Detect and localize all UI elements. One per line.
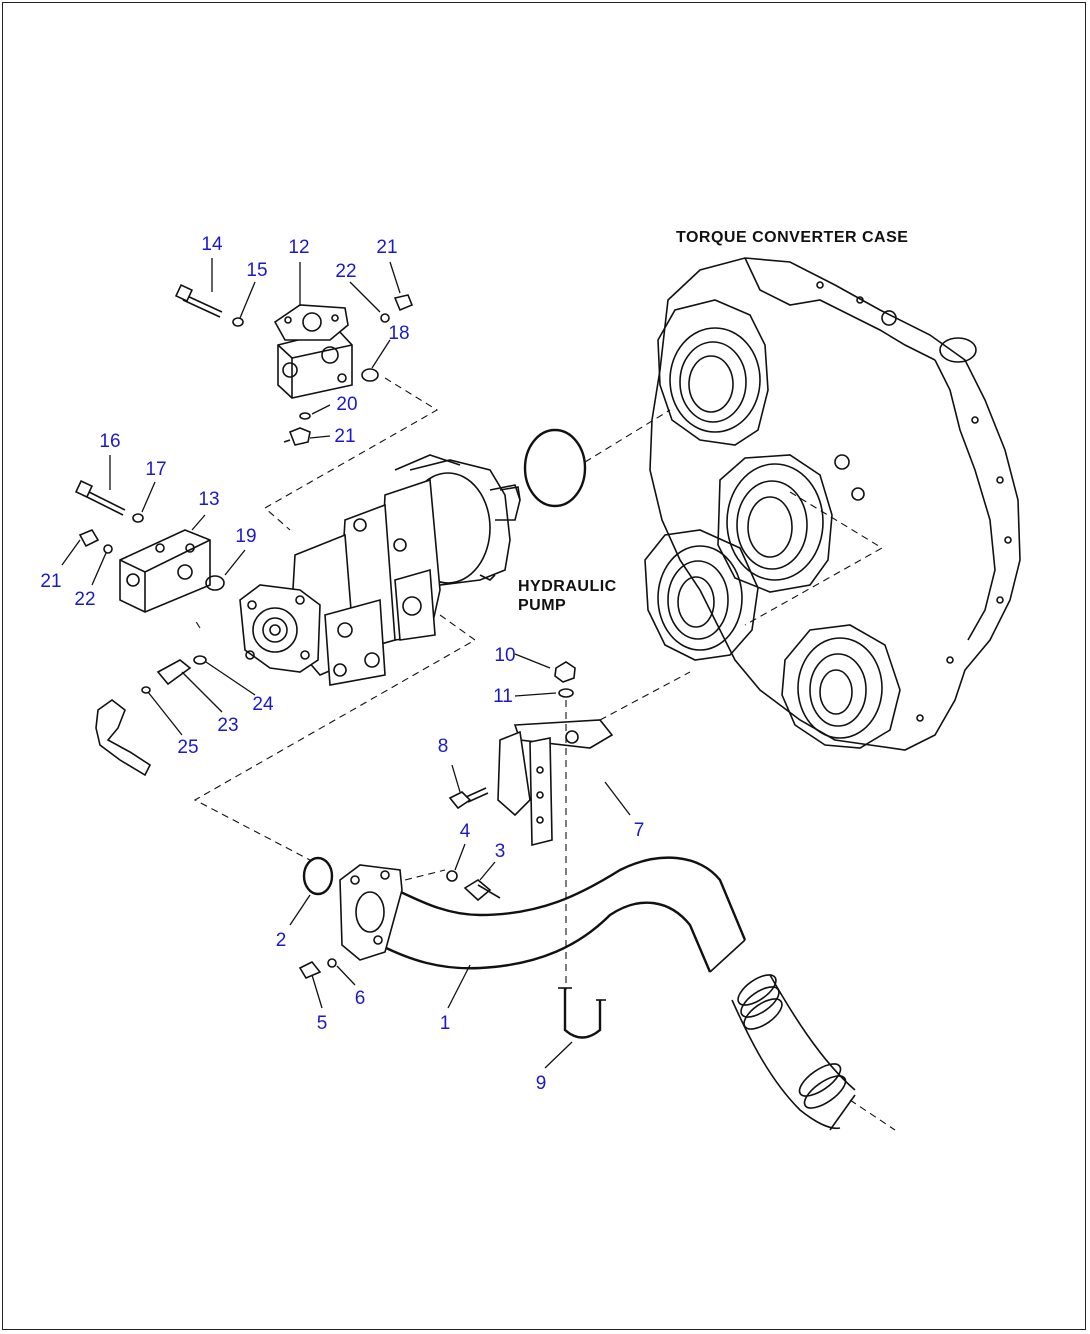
caption-hydraulic-pump-line1: HYDRAULIC — [518, 578, 617, 595]
callout-6: 6 — [355, 988, 366, 1009]
callout-3: 3 — [495, 841, 506, 862]
callout-21-left: 21 — [40, 571, 61, 592]
leader-lines — [61, 258, 631, 1069]
callout-numbers: 14 15 12 22 21 18 20 21 16 17 13 19 21 2… — [40, 234, 644, 1094]
callout-21-top: 21 — [376, 237, 397, 258]
callout-13: 13 — [198, 489, 219, 510]
callout-21-mid: 21 — [334, 426, 355, 447]
callout-16: 16 — [99, 431, 120, 452]
callout-22-top: 22 — [335, 261, 356, 282]
hydraulic-pump — [239, 454, 521, 686]
bracket-7 — [448, 661, 614, 1039]
valve-block-12 — [273, 304, 353, 399]
callout-12: 12 — [288, 237, 309, 258]
valve-block-13 — [119, 529, 211, 613]
callout-24: 24 — [252, 694, 274, 715]
callout-2: 2 — [276, 930, 287, 951]
callout-1: 1 — [440, 1013, 451, 1034]
callout-23: 23 — [217, 715, 238, 736]
callout-14: 14 — [201, 234, 223, 255]
callout-17: 17 — [145, 459, 166, 480]
callout-15: 15 — [246, 260, 267, 281]
suction-pipe-1 — [298, 856, 856, 1131]
callout-7: 7 — [634, 820, 645, 841]
callout-10: 10 — [494, 645, 515, 666]
assembly-lines — [193, 377, 896, 1131]
o-ring-large — [523, 428, 587, 508]
callout-22-left: 22 — [74, 589, 95, 610]
callout-4: 4 — [460, 821, 471, 842]
callout-19: 19 — [235, 526, 256, 547]
caption-hydraulic-pump-line2: PUMP — [518, 597, 566, 614]
caption-torque-converter-case: TORQUE CONVERTER CASE — [676, 229, 908, 246]
small-hardware — [74, 283, 414, 777]
callout-20: 20 — [336, 394, 357, 415]
callout-9: 9 — [536, 1073, 547, 1094]
callout-25: 25 — [177, 737, 198, 758]
callout-18: 18 — [388, 323, 409, 344]
callout-8: 8 — [438, 736, 449, 757]
torque-converter-case — [644, 257, 1021, 751]
callout-5: 5 — [317, 1013, 328, 1034]
callout-11: 11 — [493, 686, 513, 707]
